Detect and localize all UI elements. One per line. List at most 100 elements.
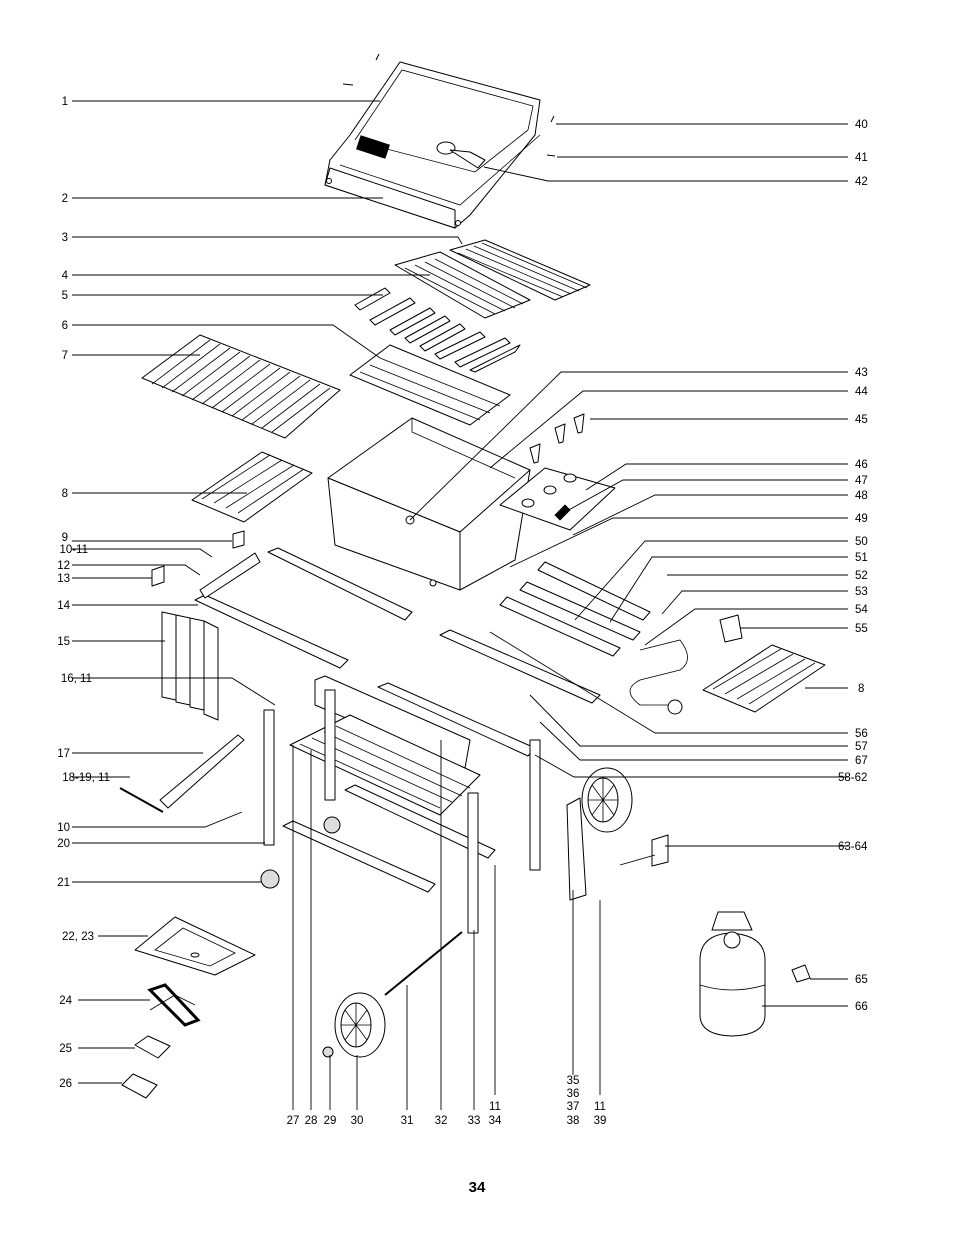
label-48: 48: [855, 490, 868, 502]
label-18-19-11: 18-19, 11: [62, 772, 110, 784]
hubcap-29: [322, 1046, 334, 1058]
label-28: 28: [305, 1115, 318, 1127]
label-50: 50: [855, 536, 868, 548]
label-2: 2: [62, 193, 68, 205]
pin-40: [550, 115, 555, 123]
label-24: 24: [59, 995, 72, 1007]
label-39: 39: [594, 1115, 607, 1127]
control-knobs: [529, 413, 585, 464]
label-13: 13: [57, 573, 70, 585]
label-49: 49: [855, 513, 868, 525]
caster-21: [260, 869, 280, 889]
label-46: 46: [855, 459, 868, 471]
label-26: 26: [59, 1078, 72, 1090]
label-56: 56: [855, 728, 868, 740]
label-52: 52: [855, 570, 868, 582]
label-42: 42: [855, 176, 868, 188]
leader-lines: [72, 100, 848, 1110]
label-65: 65: [855, 974, 868, 986]
bracket-55: [719, 614, 743, 643]
label-22-23: 22, 23: [62, 931, 94, 943]
label-3: 3: [62, 232, 68, 244]
clip-9: [232, 530, 245, 549]
label-67: 67: [855, 755, 868, 767]
label-16-11: 16, 11: [61, 673, 92, 685]
warming-rack: [449, 239, 591, 301]
cooking-grate: [394, 251, 531, 319]
label-51: 51: [855, 552, 868, 564]
label-35: 35: [567, 1075, 580, 1087]
catch-pan: [134, 916, 256, 976]
bracket-17: [159, 734, 245, 809]
drip-pan-26: [121, 1073, 158, 1099]
bottom-tray-right: [702, 644, 826, 713]
label-41: 41: [855, 152, 868, 164]
label-12: 12: [57, 560, 70, 572]
igniter: [619, 834, 669, 867]
flavorizer-bars: [354, 287, 521, 373]
label-9: 9: [62, 532, 68, 544]
label-10-11: 10-11: [59, 544, 88, 556]
label-25: 25: [59, 1043, 72, 1055]
label-4: 4: [62, 270, 69, 282]
wheel-right: [581, 767, 633, 833]
knob-13: [151, 565, 165, 587]
label-54: 54: [855, 604, 868, 616]
label-17: 17: [57, 748, 70, 760]
burner-tubes: [499, 561, 651, 657]
gas-hose: [629, 639, 688, 706]
label-43: 43: [855, 367, 868, 379]
grill-lid: [324, 61, 541, 229]
caster-29: [323, 816, 341, 834]
propane-tank: [699, 911, 766, 1037]
parts-drawing: [119, 53, 826, 1099]
cookbox: [327, 417, 531, 591]
screw-41: [546, 154, 556, 157]
label-27: 27: [287, 1115, 300, 1127]
label-10: 10: [57, 822, 70, 834]
label-32: 32: [435, 1115, 448, 1127]
lid-screw: [342, 53, 380, 86]
label-58-62: 58-62: [838, 772, 867, 784]
label-29: 29: [324, 1115, 337, 1127]
label-63-64: 63-64: [838, 841, 868, 853]
label-1: 1: [62, 96, 68, 108]
label-7: 7: [62, 350, 68, 362]
label-36: 36: [567, 1088, 580, 1100]
cart-frame: [194, 547, 601, 934]
label-30: 30: [351, 1115, 364, 1127]
regulator: [667, 699, 683, 715]
wheel-30: [334, 992, 386, 1058]
label-31: 31: [401, 1115, 414, 1127]
label-53: 53: [855, 586, 868, 598]
page-number: 34: [469, 1179, 486, 1196]
fitting-65: [791, 964, 811, 983]
bracket-12: [199, 552, 261, 599]
drip-pan-25: [134, 1035, 171, 1059]
label-21: 21: [57, 877, 70, 889]
label-6: 6: [62, 320, 68, 332]
drip-pan-holder: [147, 983, 201, 1027]
label-44: 44: [855, 386, 868, 398]
label-66: 66: [855, 1001, 868, 1013]
label-20: 20: [57, 838, 70, 850]
label-37: 37: [567, 1101, 580, 1113]
label-45: 45: [855, 414, 868, 426]
part-labels: 1 2 3 4 5 6 7 8 9 10-11 12 13 14 15 16, …: [57, 96, 868, 1127]
label-15: 15: [57, 636, 70, 648]
label-34-11: 11: [489, 1101, 501, 1113]
label-38: 38: [567, 1115, 580, 1127]
bottom-tray-left: [191, 451, 313, 523]
tool-hook: [119, 787, 164, 813]
briquette-grate: [141, 334, 341, 439]
label-14: 14: [57, 600, 70, 612]
label-40: 40: [855, 119, 868, 131]
label-57: 57: [855, 741, 868, 753]
label-8-left: 8: [62, 488, 68, 500]
control-panel: [499, 467, 616, 531]
axle: [384, 931, 463, 996]
label-39-11: 11: [594, 1101, 606, 1113]
label-55: 55: [855, 623, 868, 635]
label-47: 47: [855, 475, 868, 487]
